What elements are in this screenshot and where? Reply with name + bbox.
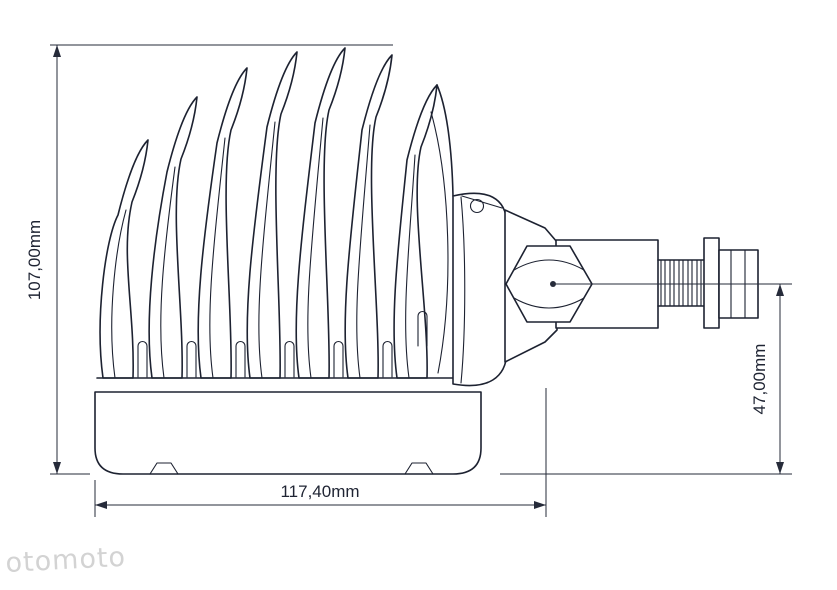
fin bbox=[246, 51, 298, 379]
arrow-up bbox=[776, 284, 784, 296]
washer bbox=[703, 237, 720, 329]
lamp-base bbox=[94, 377, 482, 475]
fin-inner-edge bbox=[209, 137, 226, 379]
fin-inner-edge bbox=[356, 124, 371, 379]
vent-slot bbox=[284, 340, 295, 378]
arrow-left bbox=[95, 501, 107, 509]
vent-slot bbox=[382, 340, 393, 378]
fin-inner-edge bbox=[405, 154, 416, 379]
arrow-down bbox=[53, 462, 61, 474]
base-notch bbox=[149, 462, 179, 475]
fin-inner-edge bbox=[258, 121, 276, 379]
bolt-center-mark bbox=[550, 281, 556, 287]
fin-inner-edge bbox=[307, 117, 324, 379]
fin bbox=[295, 47, 346, 379]
arrow-right bbox=[534, 501, 546, 509]
vent-slot bbox=[417, 310, 428, 347]
bezel-outline bbox=[452, 192, 508, 387]
hex-facet-curves bbox=[513, 259, 585, 309]
fin bbox=[99, 139, 149, 379]
thread-marks bbox=[660, 259, 702, 307]
watermark-text: otomoto bbox=[5, 542, 127, 579]
mount-dimension-label: 47,00mm bbox=[750, 344, 769, 415]
width-dimension: 117,40mm bbox=[94, 388, 547, 517]
vent-slot bbox=[235, 340, 246, 378]
base-body bbox=[94, 391, 482, 475]
bezel-inner-line bbox=[460, 196, 466, 384]
fin-inner-edge bbox=[111, 209, 127, 379]
height-dimension: 107,00mm bbox=[25, 44, 393, 475]
vent-slot bbox=[333, 340, 344, 378]
fin bbox=[393, 84, 438, 379]
housing-silhouette bbox=[436, 84, 454, 197]
height-dimension-label: 107,00mm bbox=[25, 220, 44, 300]
mounting-bracket-assembly bbox=[504, 209, 759, 363]
fin bbox=[148, 96, 198, 379]
screw-hole bbox=[469, 198, 485, 214]
arrow-up bbox=[53, 45, 61, 57]
fin bbox=[197, 67, 248, 379]
threaded-stud bbox=[657, 259, 705, 307]
mount-height-dimension: 47,00mm bbox=[500, 283, 792, 475]
fin bbox=[344, 54, 393, 379]
arrow-down bbox=[776, 462, 784, 474]
heatsink-fins bbox=[99, 47, 454, 379]
width-dimension-label: 117,40mm bbox=[280, 482, 359, 501]
vent-slot bbox=[137, 340, 148, 378]
housing-back-edge bbox=[430, 111, 449, 374]
vent-slot bbox=[186, 340, 197, 378]
fin-inner-edge bbox=[160, 166, 176, 379]
base-notch bbox=[404, 462, 434, 475]
lamp-bezel bbox=[452, 192, 508, 387]
